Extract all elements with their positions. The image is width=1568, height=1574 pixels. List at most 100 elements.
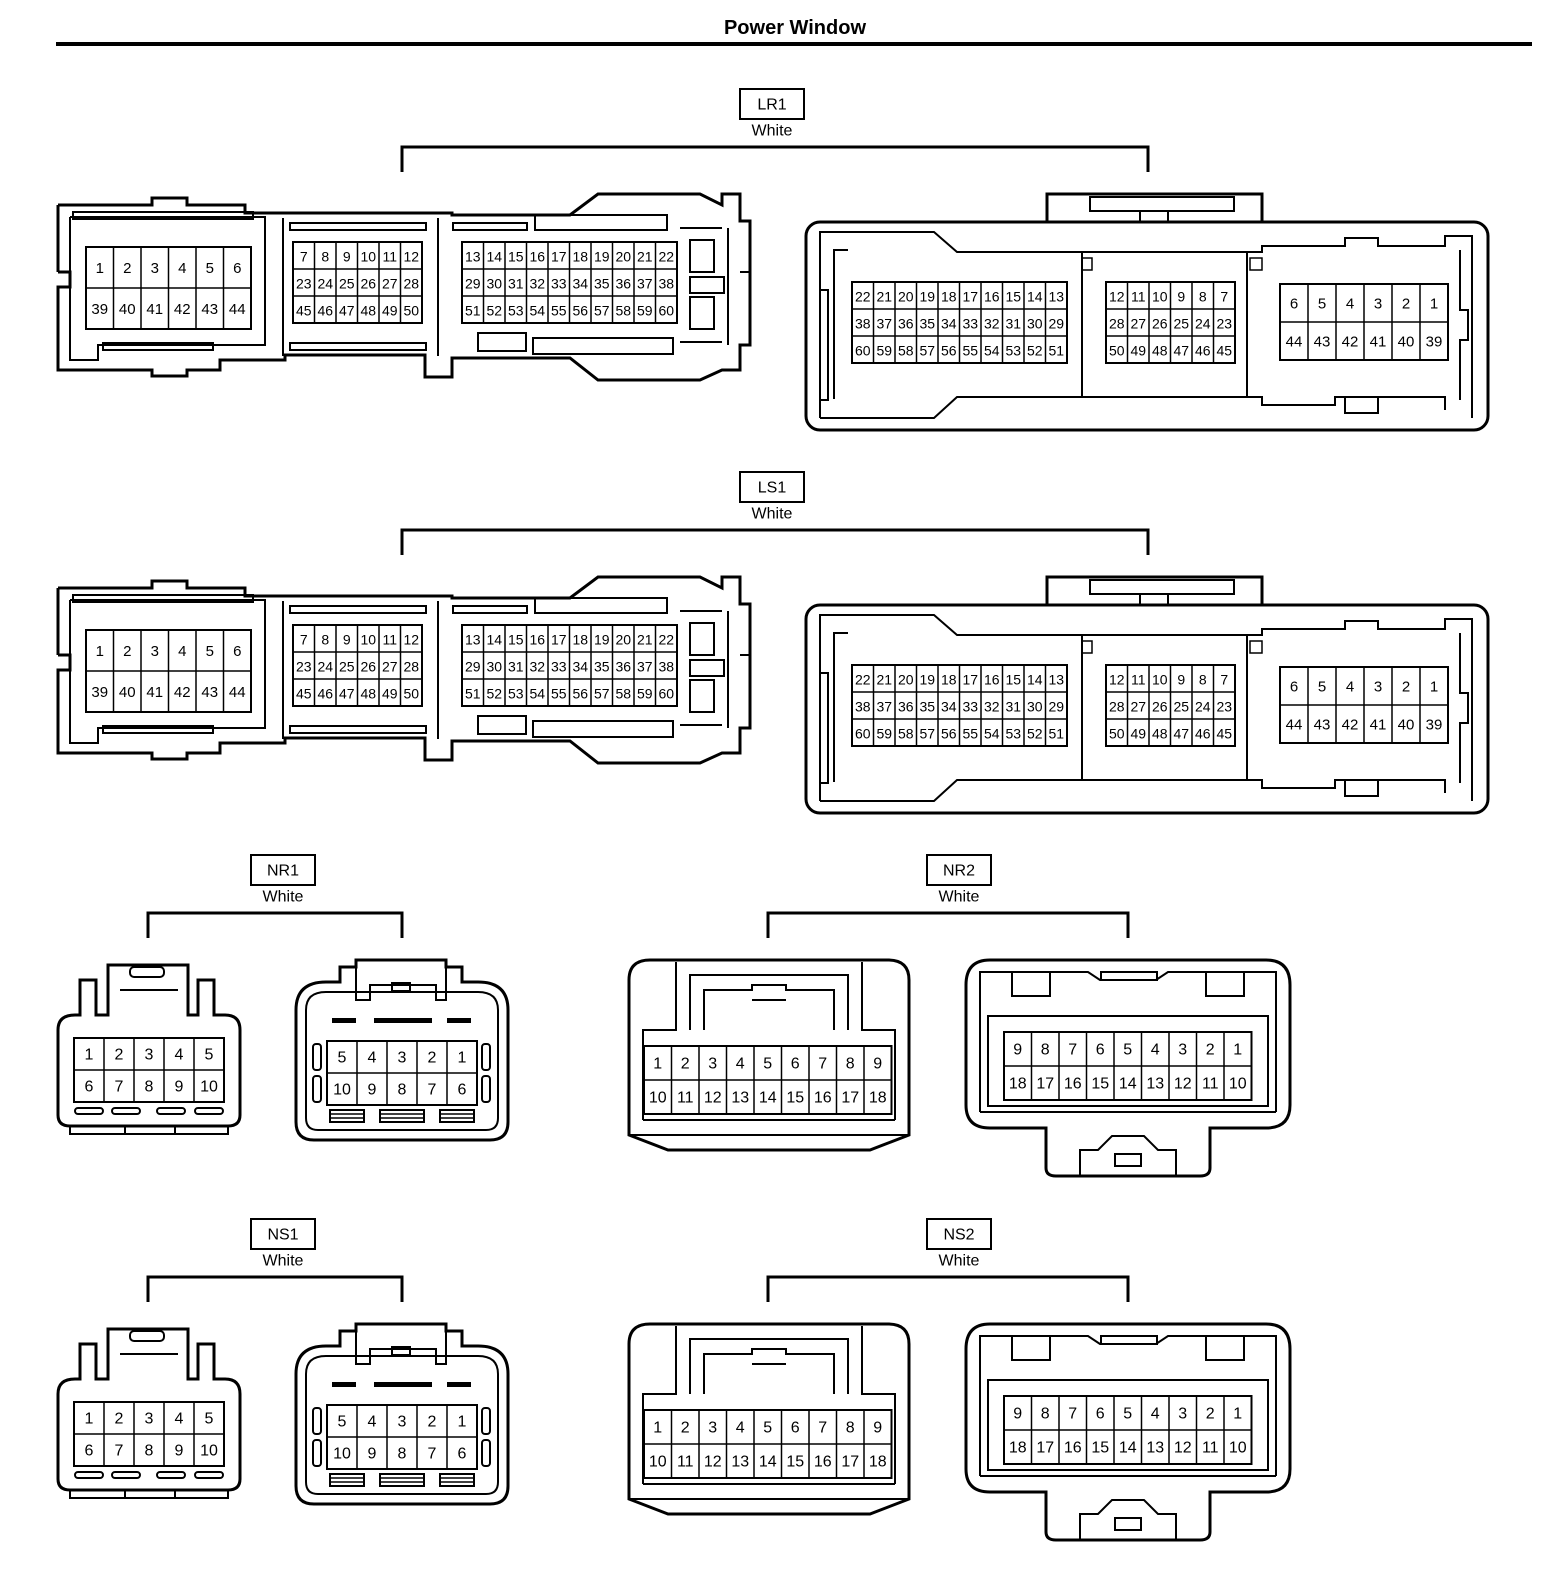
pin-number: 5 <box>338 1050 347 1067</box>
pin-number: 33 <box>962 316 978 332</box>
pin-number: 7 <box>1220 672 1228 688</box>
pin-number: 18 <box>572 249 588 265</box>
pin-number: 2 <box>1402 296 1410 313</box>
pin-number: 13 <box>731 1090 749 1107</box>
pin-number: 39 <box>1426 717 1443 734</box>
latch-slot <box>111 1107 141 1115</box>
pin-number: 52 <box>486 303 502 319</box>
pin-number: 3 <box>398 1050 407 1067</box>
connector-bracket <box>766 1275 1130 1302</box>
pin-number: 8 <box>321 249 329 265</box>
pin-number: 58 <box>898 343 914 359</box>
pin-number: 7 <box>818 1420 827 1437</box>
pin-number: 9 <box>873 1056 882 1073</box>
pin-number: 18 <box>572 632 588 648</box>
pin-number: 27 <box>382 659 398 675</box>
pin-number: 28 <box>403 659 419 675</box>
housing-edge <box>689 974 849 1030</box>
pin-number: 5 <box>1318 679 1326 696</box>
pin-number: 57 <box>919 343 935 359</box>
latch-slot <box>1081 257 1093 271</box>
latch-rail <box>72 211 254 220</box>
pin-number: 47 <box>1173 726 1189 742</box>
housing-edge <box>820 779 1446 802</box>
housing-edge <box>1459 633 1469 783</box>
housing-edge <box>689 1338 849 1394</box>
pin-number: 29 <box>465 659 481 675</box>
pin-number: 56 <box>572 303 588 319</box>
latch-slot <box>689 622 715 656</box>
pin-number: 10 <box>360 249 376 265</box>
pin-number: 22 <box>658 632 674 648</box>
pin-number: 13 <box>1048 672 1064 688</box>
pin-number: 52 <box>486 686 502 702</box>
pin-number: 55 <box>551 303 567 319</box>
pin-number: 9 <box>343 249 351 265</box>
pin-number: 46 <box>1195 726 1211 742</box>
housing-edge <box>69 1126 229 1135</box>
pin-number: 10 <box>360 632 376 648</box>
pin-number: 48 <box>360 303 376 319</box>
pin-number: 5 <box>1123 1406 1132 1423</box>
latch-tab <box>129 966 165 978</box>
pin-number: 1 <box>458 1050 467 1067</box>
pin-number: 4 <box>736 1420 745 1437</box>
connector-color: White <box>752 506 793 523</box>
housing-edge <box>69 599 266 744</box>
housing-outline <box>964 958 1292 1178</box>
latch-slot <box>689 239 715 273</box>
pin-number: 40 <box>119 684 136 701</box>
pin-number: 29 <box>1048 699 1064 715</box>
pin-number: 14 <box>1027 672 1043 688</box>
pin-number: 20 <box>898 289 914 305</box>
pin-number: 1 <box>1233 1406 1242 1423</box>
pin-number: 2 <box>681 1056 690 1073</box>
pin-number: 42 <box>1342 717 1359 734</box>
pin-number: 17 <box>962 672 978 688</box>
connector-id: NS1 <box>267 1227 298 1244</box>
latch-slot <box>1249 257 1263 271</box>
pin-number: 50 <box>403 303 419 319</box>
pin-number: 1 <box>96 643 104 660</box>
pin-number: 23 <box>296 659 312 675</box>
pin-number: 45 <box>296 686 312 702</box>
connector-id-box <box>739 471 805 503</box>
pin-number: 15 <box>508 249 524 265</box>
pin-number: 41 <box>146 684 163 701</box>
pin-number: 8 <box>846 1056 855 1073</box>
pin-number: 18 <box>869 1454 887 1471</box>
housing-outline <box>56 963 242 1128</box>
pin-number: 21 <box>876 289 892 305</box>
pin-number: 12 <box>1174 1076 1192 1093</box>
pin-number: 32 <box>529 659 545 675</box>
pin-number: 43 <box>201 301 218 318</box>
pin-number: 12 <box>704 1454 722 1471</box>
housing-edge <box>819 672 829 784</box>
pin-number: 25 <box>1173 316 1189 332</box>
pin-number: 59 <box>876 343 892 359</box>
pin-number: 58 <box>898 726 914 742</box>
pin-number: 44 <box>229 301 246 318</box>
pin-number: 47 <box>339 303 355 319</box>
pin-number: 47 <box>339 686 355 702</box>
pin-number: 58 <box>615 303 631 319</box>
pin-number: 5 <box>206 643 214 660</box>
pin-number: 14 <box>759 1090 777 1107</box>
pin-number: 11 <box>1202 1076 1219 1093</box>
pin-number: 8 <box>398 1446 407 1463</box>
pin-number: 6 <box>1096 1042 1105 1059</box>
latch-rail <box>289 605 427 614</box>
pin-number: 15 <box>786 1454 804 1471</box>
pin-number: 11 <box>1131 289 1146 305</box>
pin-number: 46 <box>1195 343 1211 359</box>
pin-number: 31 <box>508 659 524 675</box>
